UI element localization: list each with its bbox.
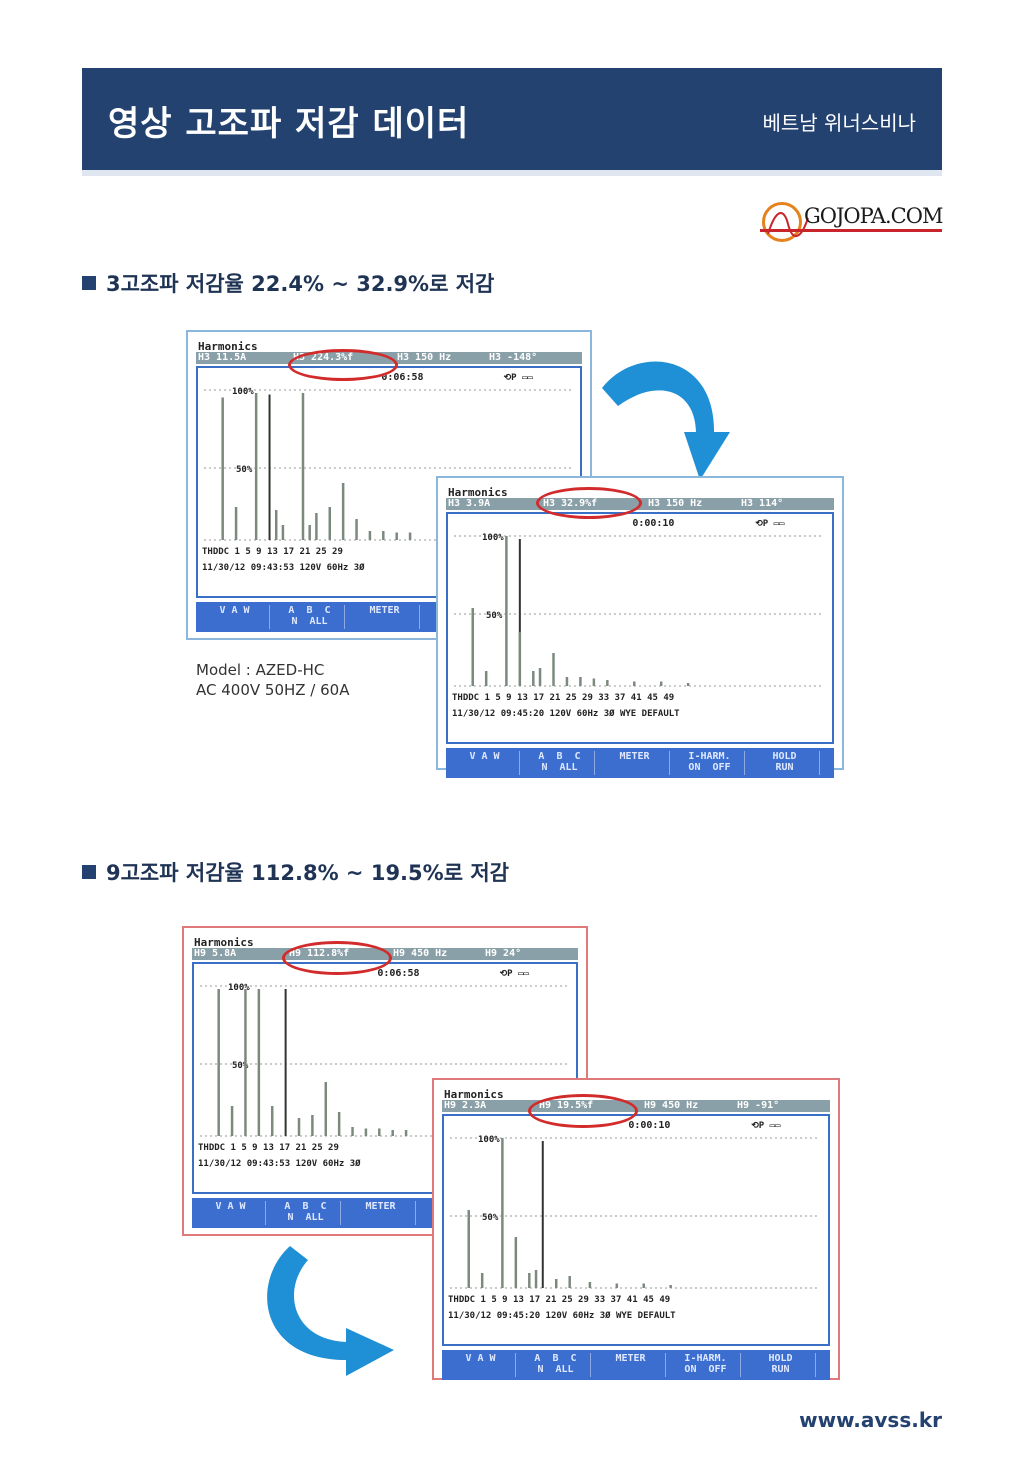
harmonics-bar-chart: 0:00:10 ⟲P ▭▭ 100% 50% THDDC 1 5 9 13 17 21 … xyxy=(452,518,824,719)
screen-title: Harmonics xyxy=(194,936,254,949)
footer-url[interactable]: www.avss.kr xyxy=(799,1408,942,1432)
label-50-percent: 50% xyxy=(486,611,503,621)
highlight-oval xyxy=(536,487,642,519)
softkey-4[interactable]: I-HARM. ON OFF xyxy=(671,1353,741,1377)
logo-underline xyxy=(760,229,942,232)
highlight-oval xyxy=(528,1094,638,1128)
harmonic-axis-labels: THDDC 1 5 9 13 17 21 25 29 33 37 41 45 4… xyxy=(448,1295,670,1305)
bullet-square-icon xyxy=(82,276,96,290)
softkey-1[interactable]: V A W xyxy=(200,605,270,629)
model-note: Model : AZED-HC AC 400V 50HZ / 60A xyxy=(196,660,349,700)
section-heading-h3: 3고조파 저감율 22.4% ~ 32.9%로 저감 xyxy=(82,268,494,298)
page-title: 영상 고조파 저감 데이터 xyxy=(108,104,470,144)
readout-phase: H9 24° xyxy=(485,948,522,959)
harmonic-axis-labels: THDDC 1 5 9 13 17 21 25 29 33 37 41 45 4… xyxy=(452,693,674,703)
label-50-percent: 50% xyxy=(236,465,253,475)
harmonics-plot: 0:00:10 ⟲P ▭▭ 100% 50% THDDC 1 5 9 13 17 21 … xyxy=(442,1114,830,1346)
softkey-5[interactable]: HOLD RUN xyxy=(746,1353,816,1377)
elapsed-time: 0:00:10 xyxy=(632,518,674,529)
elapsed-time: 0:00:10 xyxy=(628,1120,670,1131)
harmonics-bar-chart: 0:06:58 ⟲P ▭▭ 100% 50% THDDC 1 5 9 13 17 21 … xyxy=(202,372,572,573)
header-banner xyxy=(82,68,942,170)
curved-arrow-right-icon xyxy=(267,1246,394,1376)
harmonic-axis-labels: THDDC 1 5 9 13 17 21 25 29 xyxy=(198,1143,339,1153)
softkey-2[interactable]: A B C N ALL xyxy=(525,751,595,775)
softkey-2[interactable]: A B C N ALL xyxy=(271,1201,341,1225)
softkey-3[interactable]: METER xyxy=(600,751,670,775)
harmonics-bar-chart: 0:00:10 ⟲P ▭▭ 100% 50% THDDC 1 5 9 13 17 21 … xyxy=(448,1120,820,1321)
elapsed-time: 0:06:58 xyxy=(377,968,419,979)
gojopa-logo[interactable]: GOJOPA.COM xyxy=(760,198,944,250)
logo-ring-icon xyxy=(762,202,802,242)
section-heading-text: 3고조파 저감율 22.4% ~ 32.9%로 저감 xyxy=(106,272,495,296)
spec-line: AC 400V 50HZ / 60A xyxy=(196,681,350,699)
highlight-oval xyxy=(282,941,392,975)
readout-current: H9 2.3A xyxy=(444,1100,487,1111)
softkey-2[interactable]: A B C N ALL xyxy=(275,605,345,629)
timestamp-line: 11/30/12 09:43:53 120V 60Hz 3Ø xyxy=(202,562,365,573)
curved-arrow-down-icon xyxy=(602,361,730,480)
section-heading-text: 9고조파 저감율 112.8% ~ 19.5%로 저감 xyxy=(106,861,509,885)
label-100-percent: 100% xyxy=(478,1135,500,1145)
label-50-percent: 50% xyxy=(482,1213,499,1223)
softkey-5[interactable]: HOLD RUN xyxy=(750,751,820,775)
readout-current: H3 3.9A xyxy=(448,498,491,509)
softkey-3[interactable]: METER xyxy=(350,605,420,629)
readout-frequency: H3 150 Hz xyxy=(648,498,703,509)
status-icons: ⟲P ▭▭ xyxy=(500,969,530,979)
label-50-percent: 50% xyxy=(232,1061,249,1071)
softkey-3[interactable]: METER xyxy=(596,1353,666,1377)
status-icons: ⟲P ▭▭ xyxy=(755,519,785,529)
softkey-4[interactable]: I-HARM. ON OFF xyxy=(675,751,745,775)
harmonic-axis-labels: THDDC 1 5 9 13 17 21 25 29 xyxy=(202,547,343,557)
label-100-percent: 100% xyxy=(228,983,250,993)
status-icons: ⟲P ▭▭ xyxy=(504,373,534,383)
status-icons: ⟲P ▭▭ xyxy=(751,1121,781,1131)
timestamp-line: 11/30/12 09:45:20 120V 60Hz 3Ø WYE DEFAU… xyxy=(452,708,680,719)
header-underline xyxy=(82,170,942,176)
bullet-square-icon xyxy=(82,865,96,879)
section-heading-h9: 9고조파 저감율 112.8% ~ 19.5%로 저감 xyxy=(82,857,509,887)
readout-current: H9 5.8A xyxy=(194,948,237,959)
label-100-percent: 100% xyxy=(482,533,504,543)
screen-title: Harmonics xyxy=(198,340,258,353)
readout-phase: H9 -91° xyxy=(737,1100,780,1111)
screen-title: Harmonics xyxy=(448,486,508,499)
logo-text: GOJOPA.COM xyxy=(804,204,943,228)
softkey-2[interactable]: A B C N ALL xyxy=(521,1353,591,1377)
label-100-percent: 100% xyxy=(232,387,254,397)
company-name: 베트남 위너스비나 xyxy=(762,111,916,135)
logo-wave-icon xyxy=(767,212,809,237)
softkey-1[interactable]: V A W xyxy=(446,1353,516,1377)
elapsed-time: 0:06:58 xyxy=(381,372,423,383)
highlight-oval xyxy=(288,349,398,381)
softkey-1[interactable]: V A W xyxy=(450,751,520,775)
harmonics-plot: 0:00:10 ⟲P ▭▭ 100% 50% THDDC 1 5 9 13 17 21 … xyxy=(446,512,834,744)
readout-phase: H3 114° xyxy=(741,498,784,509)
timestamp-line: 11/30/12 09:45:20 120V 60Hz 3Ø WYE DEFAU… xyxy=(448,1310,676,1321)
softkey-1[interactable]: V A W xyxy=(196,1201,266,1225)
readout-current: H3 11.5A xyxy=(198,352,247,363)
readout-frequency: H9 450 Hz xyxy=(393,948,448,959)
screen-title: Harmonics xyxy=(444,1088,504,1101)
softkey-3[interactable]: METER xyxy=(346,1201,416,1225)
readout-phase: H3 -148° xyxy=(489,352,538,363)
readout-frequency: H3 150 Hz xyxy=(397,352,452,363)
timestamp-line: 11/30/12 09:43:53 120V 60Hz 3Ø xyxy=(198,1158,361,1169)
readout-frequency: H9 450 Hz xyxy=(644,1100,699,1111)
model-line: Model : AZED-HC xyxy=(196,661,325,679)
